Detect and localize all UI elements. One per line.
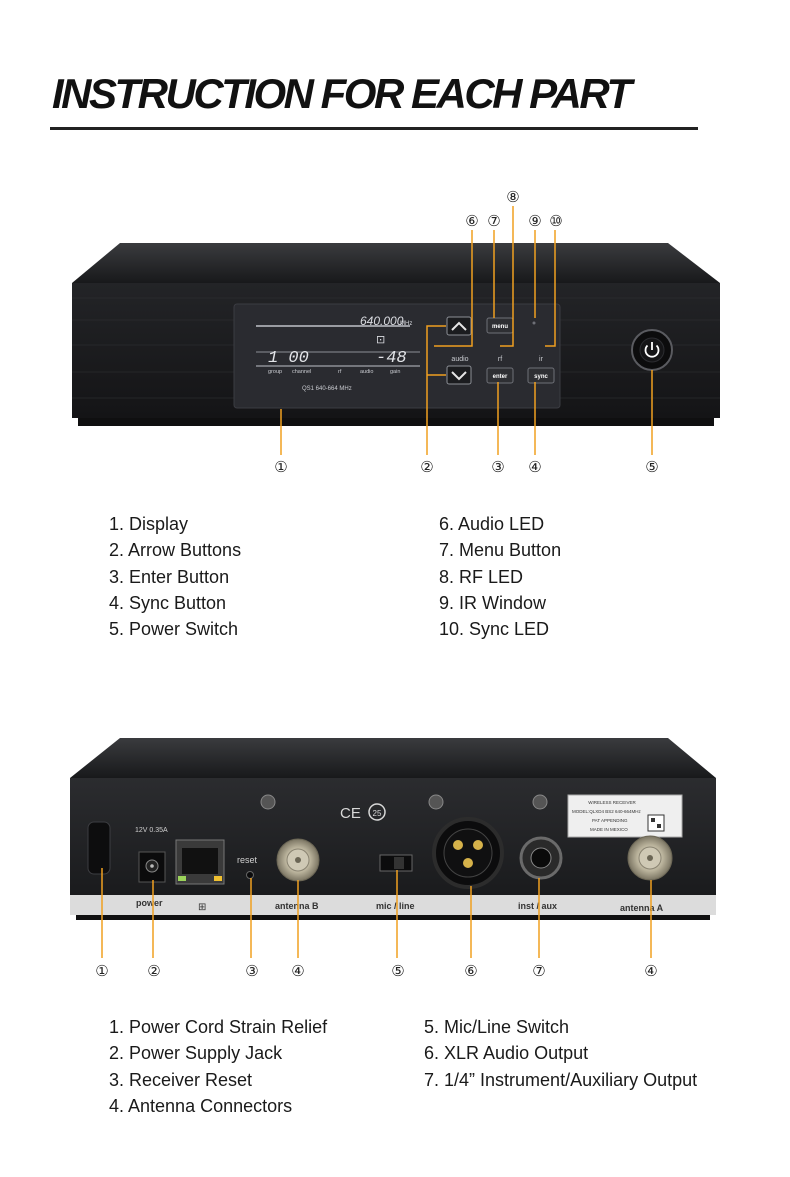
arrow-down-button[interactable] <box>446 365 472 385</box>
back-label-strip <box>70 895 716 915</box>
svg-text:25: 25 <box>373 809 382 818</box>
back-callout-7: ⑦ <box>532 962 545 980</box>
legend-item: 3. Receiver Reset <box>109 1069 253 1090</box>
page-title: INSTRUCTION FOR EACH PART <box>52 70 632 117</box>
callout-9: ⑨ <box>528 212 541 230</box>
mic-line-label: mic / line <box>376 901 415 911</box>
power-icon <box>644 344 660 358</box>
back-callout-3: ③ <box>245 962 258 980</box>
legend-item: 5. Mic/Line Switch <box>424 1017 570 1037</box>
reset-button[interactable] <box>246 871 254 879</box>
audio-label: audio <box>451 356 468 363</box>
legend-item: 8. RF LED <box>439 566 524 587</box>
front-top-panel <box>72 243 720 283</box>
menu-button-label: menu <box>492 324 508 330</box>
screw <box>532 794 548 810</box>
front-base <box>78 418 714 426</box>
back-callout-5: ⑤ <box>391 962 404 980</box>
screw <box>428 794 444 810</box>
enter-button[interactable] <box>486 367 514 384</box>
display-window <box>233 303 561 409</box>
legend-item: 1. Display <box>109 514 189 534</box>
front-callout-lines <box>280 206 653 455</box>
antenna-b-label: antenna B <box>275 901 319 911</box>
network-icon: ⊞ <box>198 902 206 913</box>
legend-item: 6. Audio LED <box>439 514 545 534</box>
legend-item: 9. IR Window <box>439 592 547 613</box>
inst-aux-label: inst / aux <box>518 901 557 911</box>
callout-2: ② <box>420 458 433 476</box>
display-labels: group channel rf audio gain <box>268 369 400 375</box>
display-frequency-unit: MHz <box>400 321 412 327</box>
legend-item: 6. XLR Audio Output <box>424 1043 589 1064</box>
back-callout-6: ⑥ <box>464 962 477 980</box>
sync-button-label: sync <box>534 374 548 380</box>
strain-relief <box>87 821 111 875</box>
enter-button-label: enter <box>493 374 508 380</box>
callout-8: ⑧ <box>506 188 519 206</box>
callout-3: ③ <box>491 458 504 476</box>
legend-item: 10. Sync LED <box>439 619 550 640</box>
rohs-mark <box>368 803 386 821</box>
legend-item: 2. Arrow Buttons <box>109 540 242 561</box>
chevron-up-icon <box>451 321 467 331</box>
title-underline <box>50 127 698 130</box>
display-frequency: 640.000 <box>360 314 404 328</box>
reset-label: reset <box>237 855 258 865</box>
back-receiver: 12V 0.35A reset CE 25 <box>70 738 716 920</box>
front-legend-right: 6. Audio LED 7. Menu Button 8. RF LED 9.… <box>439 511 561 642</box>
back-callout-lines <box>101 868 652 958</box>
legend-item: 2. Power Supply Jack <box>109 1043 283 1064</box>
sync-button[interactable] <box>527 367 555 384</box>
lock-icon: ⊡ <box>376 333 385 346</box>
legend-item: 7. 1/4” Instrument/Auxiliary Output <box>424 1069 698 1090</box>
back-legend-right: 5. Mic/Line Switch 6. XLR Audio Output 7… <box>424 1014 697 1093</box>
back-legend-left: 1. Power Cord Strain Relief 2. Power Sup… <box>109 1014 327 1119</box>
svg-text:MADE IN MEXICO: MADE IN MEXICO <box>590 827 628 832</box>
svg-text:MODEL:QLXD4 BS2 640-664MHz: MODEL:QLXD4 BS2 640-664MHz <box>572 809 642 814</box>
back-callouts: ① ② ③ ④ ⑤ ⑥ ⑦ ④ <box>95 962 657 980</box>
legend-item: 4. Antenna Connectors <box>109 1095 293 1116</box>
screw <box>260 794 276 810</box>
back-callout-4b: ④ <box>644 962 657 980</box>
front-callouts: ① ② ③ ④ ⑤ ⑥ ⑦ ⑧ ⑨ ⑩ <box>274 188 658 476</box>
rf-label: rf <box>498 356 502 363</box>
voltage-label: 12V 0.35A <box>135 827 168 834</box>
callout-4: ④ <box>528 458 541 476</box>
svg-text:PAT APPENDING: PAT APPENDING <box>592 818 628 823</box>
legend-item: 5. Power Switch <box>109 619 239 640</box>
back-top-panel <box>70 738 716 778</box>
front-receiver: 640.000 MHz ⊡ 1 00 -48 group channel rf … <box>72 243 720 426</box>
legend-item: 7. Menu Button <box>439 540 562 561</box>
back-callout-4: ④ <box>291 962 304 980</box>
display-level: -48 <box>376 349 407 368</box>
legend-item: 3. Enter Button <box>109 566 230 587</box>
ir-window <box>532 321 536 325</box>
legend-item: 4. Sync Button <box>109 592 227 613</box>
callout-10: ⑩ <box>549 212 562 230</box>
front-legend-left: 1. Display 2. Arrow Buttons 3. Enter But… <box>109 511 241 642</box>
legend-item: 1. Power Cord Strain Relief <box>109 1017 328 1037</box>
power-label: power <box>136 898 163 908</box>
callout-5: ⑤ <box>645 458 658 476</box>
back-callout-2: ② <box>147 962 160 980</box>
svg-text:WIRELESS RECEIVER: WIRELESS RECEIVER <box>588 800 636 805</box>
ce-mark: CE <box>340 805 361 822</box>
callout-1: ① <box>274 458 287 476</box>
antenna-a-label: antenna A <box>620 903 664 913</box>
ir-label: ir <box>539 356 544 363</box>
callout-6: ⑥ <box>465 212 478 230</box>
display-band: QS1 640-664 MHz <box>302 386 352 392</box>
callout-7: ⑦ <box>487 212 500 230</box>
chevron-down-icon <box>451 371 467 381</box>
display-channel: 1 00 <box>268 349 309 368</box>
qr-code-icon <box>647 814 665 832</box>
back-callout-1: ① <box>95 962 108 980</box>
arrow-up-button[interactable] <box>446 316 472 336</box>
